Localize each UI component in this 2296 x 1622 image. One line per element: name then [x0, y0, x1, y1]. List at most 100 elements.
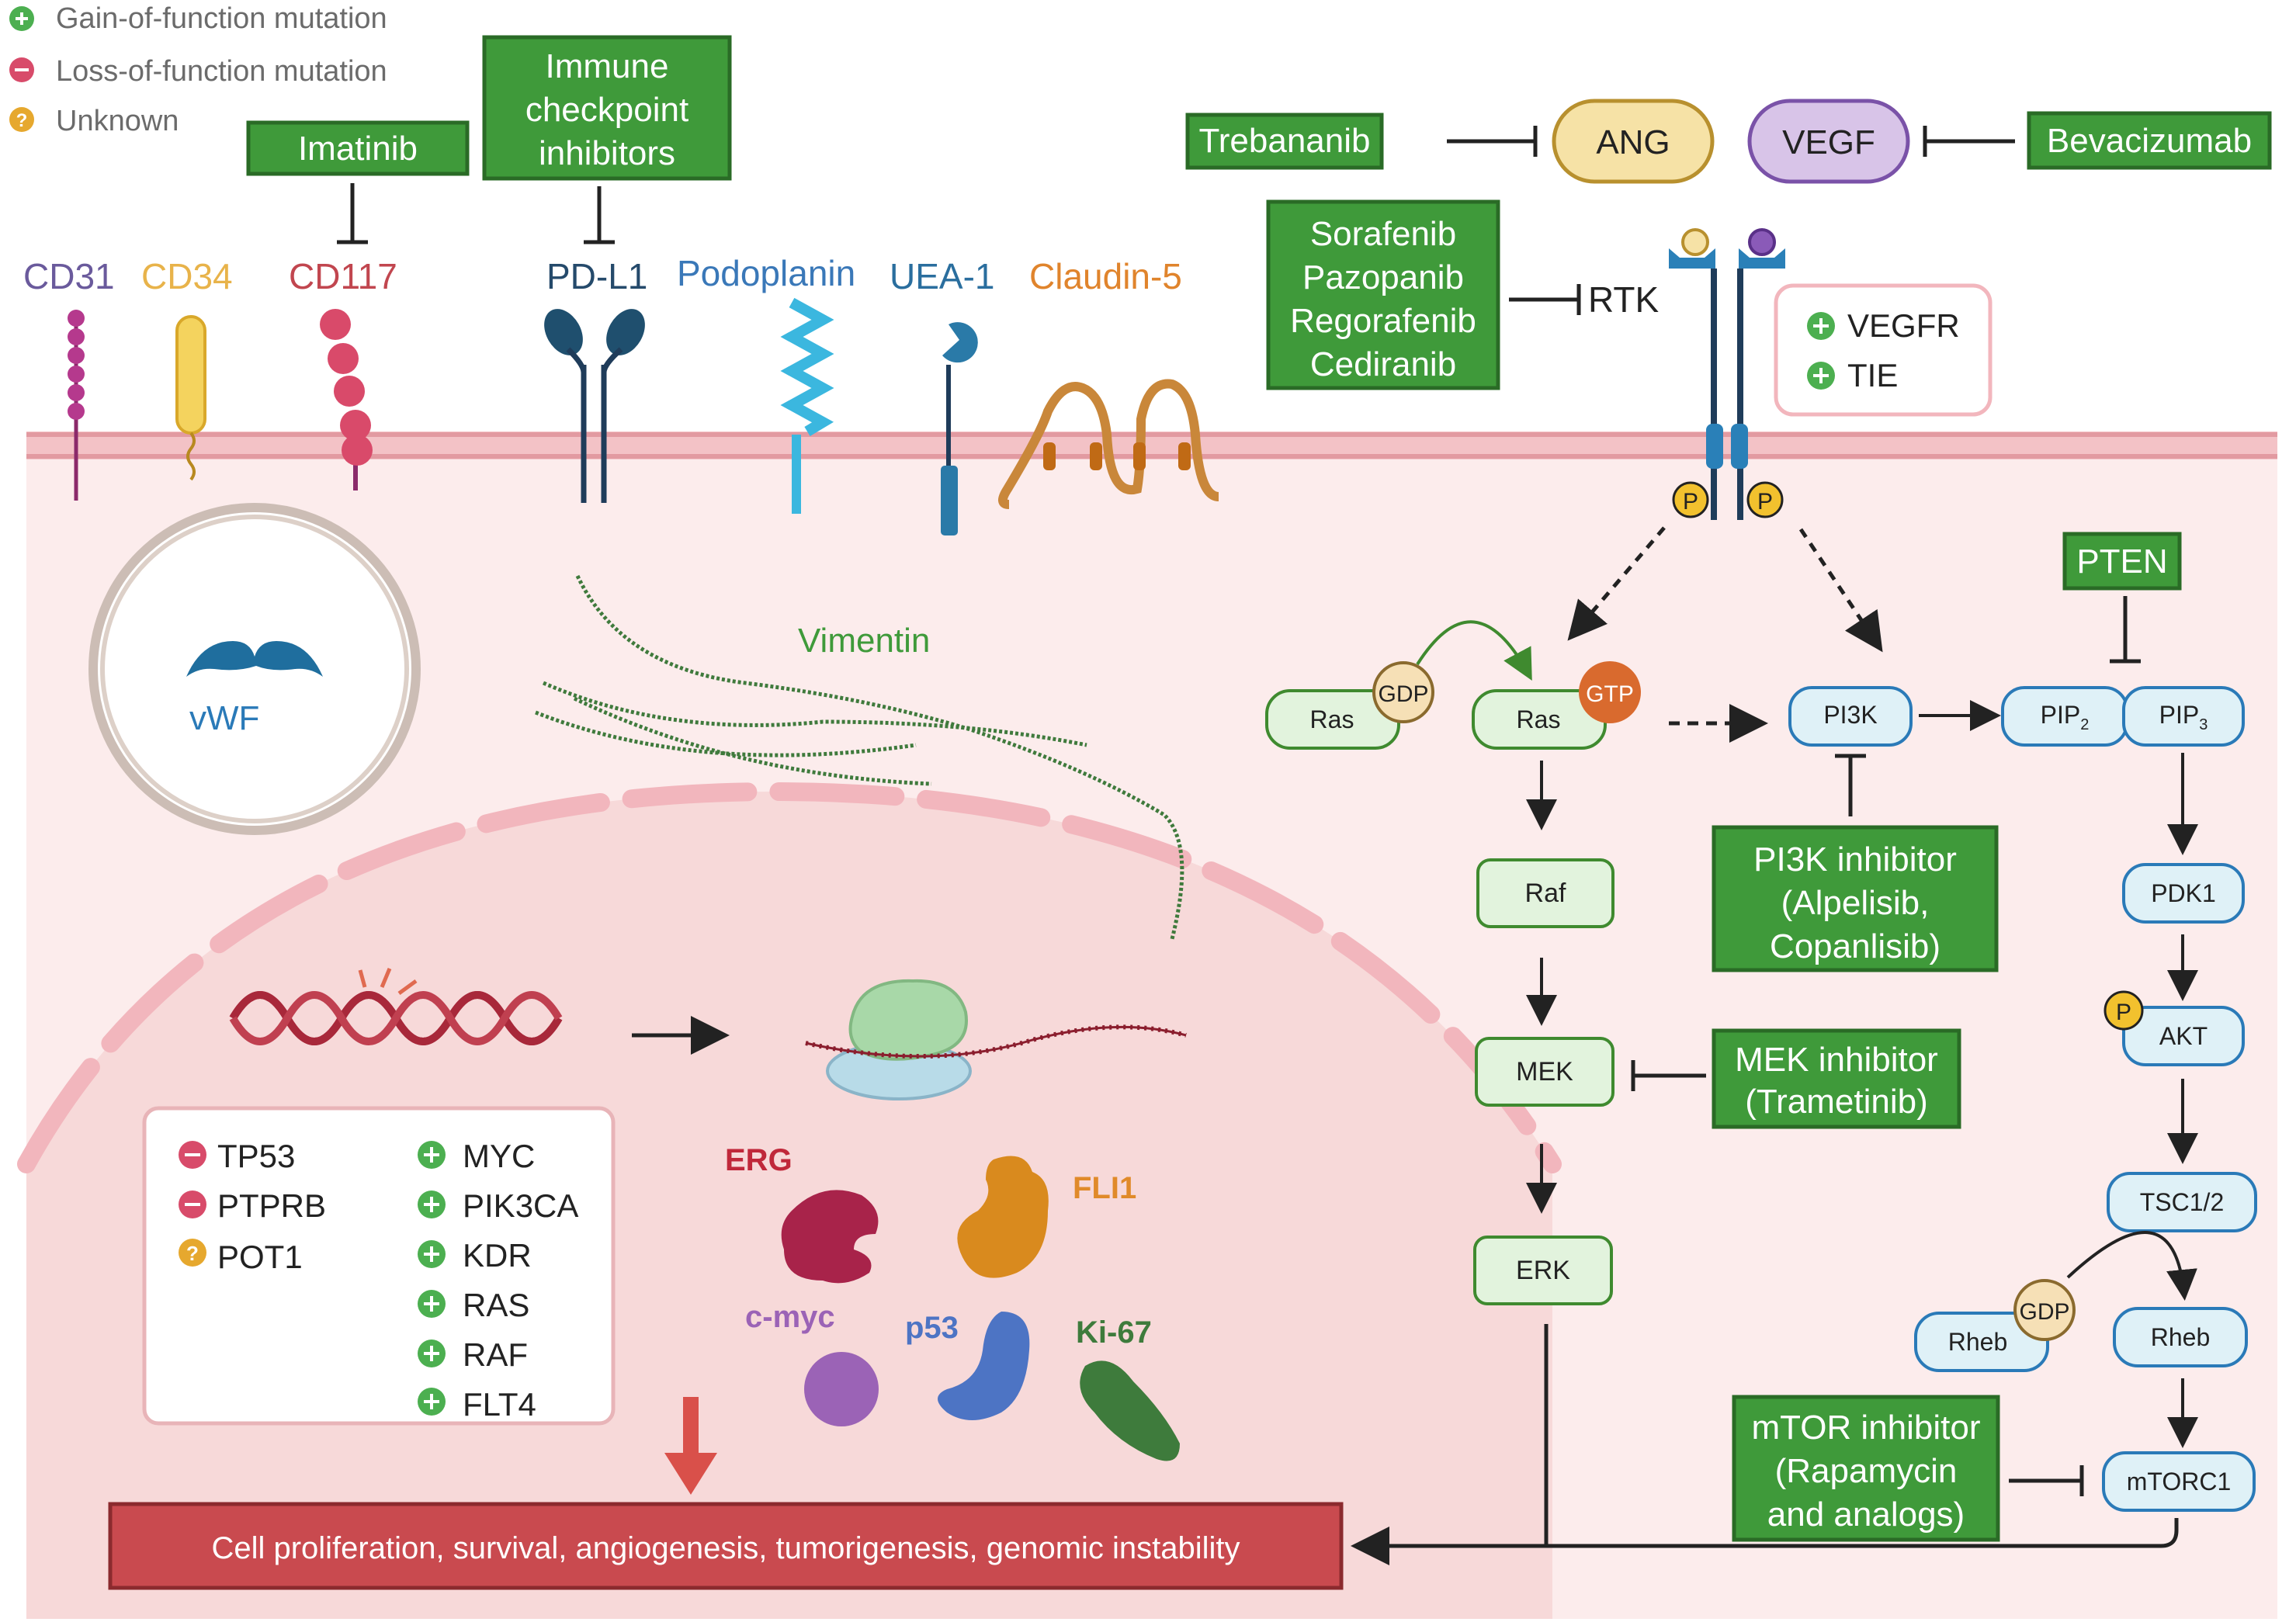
svg-text:GDP: GDP — [1378, 681, 1428, 707]
svg-text:P: P — [1683, 489, 1698, 515]
ang-ligand: ANG — [1552, 99, 1715, 184]
p53-protein-icon — [938, 1312, 1030, 1420]
pip3-node: PIP3 — [2122, 686, 2245, 747]
ki67-protein-icon — [1080, 1360, 1180, 1461]
marker-uea1: UEA-1 — [890, 256, 994, 296]
outcome-box: Cell proliferation, survival, angiogenes… — [108, 1502, 1344, 1590]
svg-text:?: ? — [16, 110, 28, 131]
pten-box: PTEN — [2062, 532, 2182, 664]
svg-text:inhibitors: inhibitors — [539, 134, 675, 172]
svg-text:Cediranib: Cediranib — [1310, 345, 1456, 383]
receptor-types-box: VEGFR TIE — [1774, 283, 1993, 417]
pip2-node: PIP2 — [2001, 686, 2128, 747]
podoplanin-marker — [780, 297, 834, 514]
svg-text:Rheb: Rheb — [1948, 1328, 2008, 1356]
mutation-pik3ca: PIK3CA — [463, 1187, 578, 1224]
protein-p53-label: p53 — [905, 1311, 959, 1345]
proteins: ERG FLI1 c-myc p53 Ki-67 — [725, 1143, 1180, 1461]
mutation-pot1: POT1 — [217, 1239, 303, 1275]
svg-text:TSC1/2: TSC1/2 — [2140, 1188, 2224, 1216]
cd34-marker — [175, 315, 206, 481]
svg-text:Regorafenib: Regorafenib — [1290, 302, 1476, 340]
bevacizumab-box: Bevacizumab — [1923, 111, 2272, 170]
svg-text:Pazopanib: Pazopanib — [1302, 258, 1464, 296]
receptor-tie: TIE — [1847, 357, 1898, 393]
svg-text:(Alpelisib,: (Alpelisib, — [1781, 884, 1930, 922]
outcome-down-arrow-head — [664, 1453, 717, 1495]
rtk-drugs-box: Sorafenib Pazopanib Regorafenib Cedirani… — [1266, 199, 1581, 390]
mutation-ras: RAS — [463, 1287, 529, 1323]
receptor-vegfr: VEGFR — [1847, 307, 1960, 344]
svg-text:PDK1: PDK1 — [2151, 879, 2216, 907]
protein-ki67-label: Ki-67 — [1076, 1315, 1152, 1350]
protein-erg-label: ERG — [725, 1143, 793, 1177]
marker-cd31: CD31 — [23, 256, 115, 296]
rheb-activation-arrow — [2066, 1231, 2197, 1301]
ribosome-icon — [805, 979, 1187, 1100]
legend-unknown: Unknown — [56, 105, 179, 137]
svg-text:PIP2: PIP2 — [2041, 701, 2090, 733]
mutation-ptprb: PTPRB — [217, 1187, 326, 1224]
svg-text:?: ? — [186, 1242, 199, 1265]
rheb-gdp-node: Rheb GDP — [1914, 1279, 2076, 1372]
mutation-myc: MYC — [463, 1138, 535, 1174]
protein-fli1-label: FLI1 — [1073, 1171, 1136, 1205]
checkpoint-inhibitors-box: Immune checkpoint inhibitors — [482, 35, 732, 244]
svg-text:Rheb: Rheb — [2151, 1323, 2211, 1351]
rtk-to-ras-arrow — [1567, 526, 1666, 641]
svg-text:ANG: ANG — [1596, 123, 1670, 161]
svg-text:VEGF: VEGF — [1782, 123, 1875, 161]
mtorc1-node: mTORC1 — [2102, 1451, 2256, 1512]
dna-icon — [229, 968, 563, 1045]
rtk-label: RTK — [1588, 279, 1659, 320]
svg-text:Ras: Ras — [1310, 705, 1354, 733]
gain-list: MYC PIK3CA KDR RAS RAF FLT4 — [418, 1138, 578, 1423]
mtorc1-to-outcome-arrow — [1546, 1518, 2179, 1548]
pi3k-node: PI3K — [1788, 686, 1913, 747]
plasma-membrane — [26, 431, 2277, 459]
cd31-marker — [68, 310, 85, 501]
mutation-flt4: FLT4 — [463, 1386, 536, 1423]
svg-text:mTORC1: mTORC1 — [2127, 1468, 2232, 1495]
vimentin-label: Vimentin — [798, 622, 930, 660]
cmyc-protein-icon — [804, 1352, 879, 1426]
legend-loss: Loss-of-function mutation — [56, 55, 387, 88]
claudin5-marker — [998, 379, 1219, 509]
trebananib-box: Trebananib — [1185, 113, 1538, 170]
pi3k-inhibitor-box: PI3K inhibitor (Alpelisib, Copanlisib) — [1712, 754, 1999, 972]
svg-text:Imatinib: Imatinib — [298, 130, 418, 168]
rheb-node: Rheb — [2113, 1307, 2248, 1367]
rtk-to-pi3k-arrow — [1798, 528, 1883, 653]
svg-text:MEK inhibitor: MEK inhibitor — [1735, 1041, 1938, 1079]
legend: Gain-of-function mutation Loss-of-functi… — [9, 2, 387, 137]
svg-text:(Rapamycin: (Rapamycin — [1775, 1452, 1958, 1490]
marker-cd34: CD34 — [141, 256, 233, 296]
pdk1-node: PDK1 — [2122, 863, 2245, 924]
svg-text:and analogs): and analogs) — [1767, 1495, 1965, 1534]
svg-text:Raf: Raf — [1525, 879, 1566, 908]
uea1-marker — [941, 322, 978, 535]
mutation-tp53: TP53 — [217, 1138, 295, 1174]
marker-labels: CD31 CD34 CD117 PD-L1 Podoplanin UEA-1 C… — [23, 253, 1182, 296]
mutation-kdr: KDR — [463, 1237, 532, 1274]
vegf-ligand: VEGF — [1747, 99, 1910, 184]
marker-pdl1: PD-L1 — [546, 256, 647, 296]
svg-text:PTEN: PTEN — [2076, 542, 2167, 581]
mutation-raf: RAF — [463, 1336, 528, 1373]
svg-text:ERK: ERK — [1516, 1256, 1570, 1285]
weibel-palade-body: vWF — [88, 503, 421, 835]
svg-text:Sorafenib: Sorafenib — [1310, 215, 1456, 253]
mutations-box: TP53 PTPRB ? POT1 MYC PIK3CA KDR RAS RAF… — [142, 1106, 616, 1426]
outcome-text: Cell proliferation, survival, angiogenes… — [211, 1531, 1240, 1565]
erg-protein-icon — [781, 1190, 879, 1284]
marker-claudin5: Claudin-5 — [1029, 256, 1182, 296]
marker-podoplanin: Podoplanin — [677, 253, 855, 293]
svg-text:AKT: AKT — [2159, 1022, 2208, 1050]
vwf-label: vWF — [189, 699, 259, 737]
svg-text:Copanlisib): Copanlisib) — [1770, 927, 1941, 965]
cd117-marker — [320, 309, 373, 490]
unknown-icon — [179, 1239, 206, 1267]
unknown-icon — [9, 107, 34, 132]
raf-node: Raf — [1476, 858, 1614, 928]
